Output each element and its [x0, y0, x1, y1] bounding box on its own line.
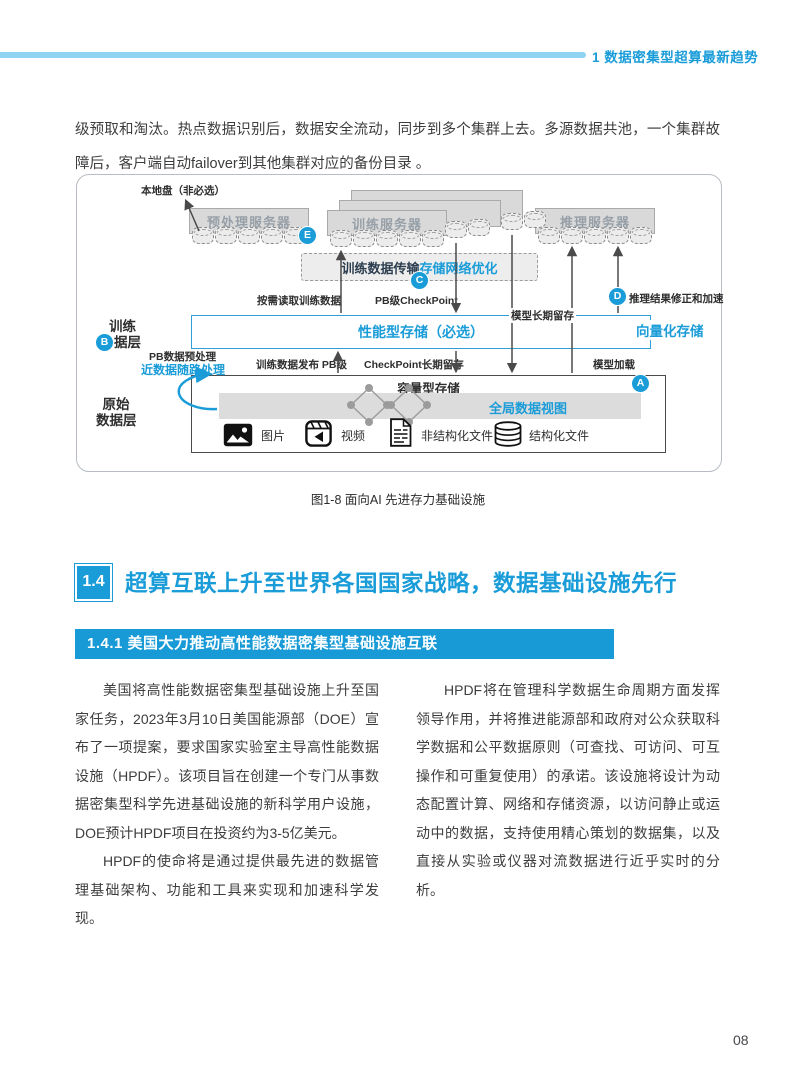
- section-number: 1.4: [74, 562, 113, 602]
- database-icon: [494, 421, 522, 447]
- marker-d-badge: D: [608, 287, 627, 306]
- document-icon: [390, 418, 412, 447]
- infer-fix-label: 推理结果修正和加速: [629, 293, 724, 305]
- disk-icon: [445, 221, 467, 238]
- intro-paragraph: 级预取和淘汰。热点数据识别后，数据安全流动，同步到多个集群上去。多源数据共池，一…: [75, 121, 720, 172]
- marker-a-badge: A: [631, 374, 650, 393]
- disk-icon: [607, 227, 629, 244]
- image-icon: [223, 423, 253, 447]
- disk-icon: [215, 227, 237, 244]
- train-server-label: 训练服务器: [351, 216, 422, 232]
- train-layer-line2: 据层: [114, 335, 141, 350]
- raw-layer-line2: 数据层: [96, 413, 137, 428]
- marker-b-badge: B: [95, 333, 114, 352]
- marker-e-badge: E: [298, 226, 317, 245]
- marker-c-badge: C: [410, 271, 429, 290]
- figure-caption: 图1-8 面向AI 先进存力基础设施: [310, 493, 486, 507]
- near-data-label: 近数据随路处理: [141, 363, 226, 377]
- video-icon: [305, 420, 332, 447]
- disk-icon: [501, 213, 523, 230]
- disk-icon: [630, 227, 652, 244]
- disk-icon: [376, 230, 398, 247]
- train-layer-line1: 训练: [109, 319, 136, 334]
- section-title: 超算互联上升至世界各国国家战略，数据基础设施先行: [125, 571, 678, 596]
- preprocess-server-label: 预处理服务器: [206, 214, 291, 230]
- unstructured-file-label: 非结构化文件: [421, 429, 494, 443]
- header-rule: [0, 52, 586, 58]
- ckpt-retention-label: CheckPoint长期留存: [364, 359, 464, 371]
- train-data-layer-label: 训练 据层: [104, 319, 141, 351]
- read-on-demand-label: 按需读取训练数据: [257, 295, 341, 307]
- right-paragraph-1: HPDF将在管理科学数据生命周期方面发挥领导作用，并将推进能源部和政府对公众获取…: [416, 682, 720, 898]
- infer-server-label: 推理服务器: [559, 214, 630, 230]
- network-optimization-label-dark: 训练数据传输: [341, 260, 420, 276]
- network-graph-icon: [347, 384, 431, 426]
- left-column: 美国将高性能数据密集型基础设施上升至国家任务，2023年3月10日美国能源部（D…: [75, 676, 379, 933]
- figure-1-8-diagram: 预处理服务器 训练服务器 推理服务器 本地盘（非必选） 训练数据传输存储网络优化…: [76, 174, 724, 472]
- disk-icon: [524, 211, 546, 228]
- video-label: 视频: [341, 429, 366, 443]
- disk-icon: [353, 230, 375, 247]
- disk-icon: [538, 227, 560, 244]
- subsection-heading-bar: 1.4.1 美国大力推动高性能数据密集型基础设施互联: [75, 629, 614, 659]
- disk-icon: [422, 230, 444, 247]
- model-retention-label: 模型长期留存: [509, 308, 576, 323]
- chapter-heading: 1 数据密集型超算最新趋势: [592, 50, 759, 65]
- performance-storage-label: 性能型存储（必选）: [358, 324, 484, 340]
- disk-icon: [584, 227, 606, 244]
- disk-icon: [561, 227, 583, 244]
- disk-icon: [238, 227, 260, 244]
- page-number: 08: [733, 1032, 749, 1048]
- image-label: 图片: [261, 429, 286, 443]
- pb-preprocess-label: PB数据预处理: [149, 351, 217, 363]
- disk-icon: [330, 230, 352, 247]
- performance-storage-box: 性能型存储（必选）: [191, 315, 651, 349]
- disk-icon: [192, 227, 214, 244]
- train-publish-label: 训练数据发布 PB级: [256, 359, 348, 371]
- disk-icon: [261, 227, 283, 244]
- raw-layer-line1: 原始: [102, 397, 130, 412]
- body-columns: 美国将高性能数据密集型基础设施上升至国家任务，2023年3月10日美国能源部（D…: [75, 676, 720, 933]
- disk-icon: [399, 230, 421, 247]
- left-paragraph-2: HPDF的使命将是通过提供最先进的数据管理基础架构、功能和工具来实现和加速科学发…: [75, 853, 379, 926]
- model-load-label: 模型加载: [593, 359, 635, 371]
- raw-data-layer-label: 原始 数据层: [96, 397, 137, 429]
- local-disk-label: 本地盘（非必选）: [141, 185, 225, 197]
- structured-file-label: 结构化文件: [529, 429, 590, 443]
- global-data-view-label: 全局数据视图: [489, 401, 568, 416]
- disk-icon: [468, 219, 490, 236]
- right-column: HPDF将在管理科学数据生命周期方面发挥领导作用，并将推进能源部和政府对公众获取…: [416, 676, 720, 933]
- network-optimization-label-blue: 存储网络优化: [419, 260, 498, 276]
- pb-checkpoint-label: PB级CheckPoint: [375, 295, 458, 307]
- vector-storage-label: 向量化存储: [634, 320, 706, 340]
- section-heading: 1.4 超算互联上升至世界各国国家战略，数据基础设施先行: [74, 562, 678, 602]
- left-paragraph-1: 美国将高性能数据密集型基础设施上升至国家任务，2023年3月10日美国能源部（D…: [75, 682, 379, 841]
